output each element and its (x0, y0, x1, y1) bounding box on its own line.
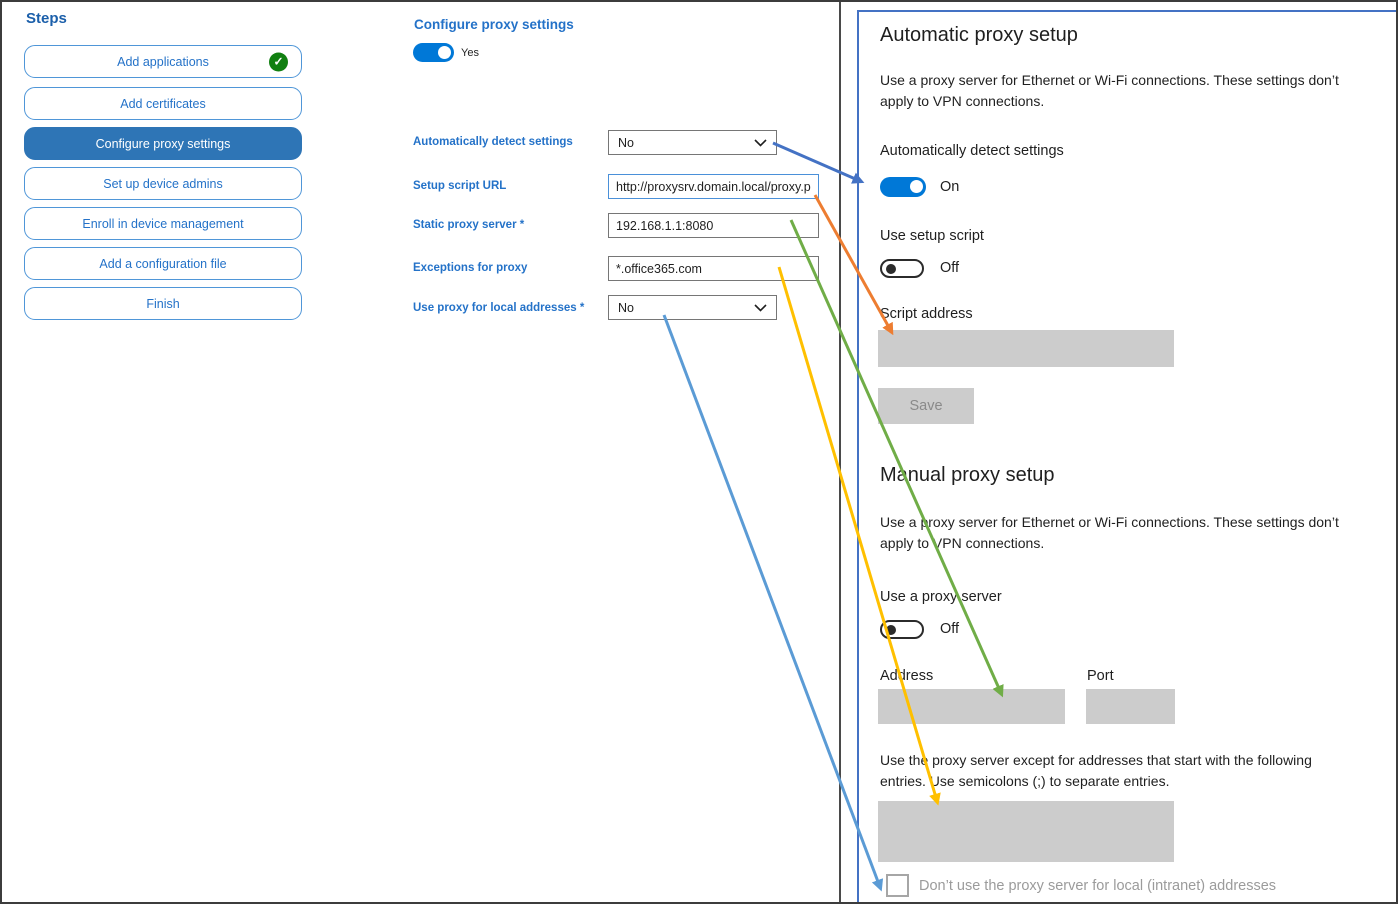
auto-detect-settings-label: Automatically detect settings (413, 136, 573, 148)
proxy-exceptions-input[interactable] (878, 801, 1174, 862)
step-label: Add a configuration file (99, 256, 227, 271)
win-auto-detect-label: Automatically detect settings (880, 143, 1064, 159)
proxy-address-input[interactable] (878, 689, 1065, 724)
toggle-state-label: On (940, 179, 960, 195)
save-button[interactable]: Save (878, 388, 974, 424)
use-a-proxy-server-toggle[interactable] (880, 620, 924, 639)
step-label: Enroll in device management (82, 216, 244, 231)
sidebar-item-add-applications[interactable]: Add applications ✓ (24, 45, 302, 78)
toggle-state-label: Off (940, 260, 960, 276)
windows-proxy-settings-panel: Automatic proxy setup Use a proxy server… (857, 10, 1396, 902)
toggle-state-label: Off (940, 621, 960, 637)
use-proxy-local-addresses-dropdown[interactable]: No (608, 295, 777, 320)
arrow-local-addresses (662, 314, 884, 892)
script-address-label: Script address (880, 306, 973, 322)
static-proxy-server-input[interactable] (608, 213, 819, 238)
automatic-proxy-description: Use a proxy server for Ethernet or Wi-Fi… (880, 72, 1339, 109)
sidebar-item-add-certificates[interactable]: Add certificates (24, 87, 302, 120)
use-proxy-local-addresses-label: Use proxy for local addresses * (413, 302, 585, 314)
sidebar-item-enroll-in-device-management[interactable]: Enroll in device management (24, 207, 302, 240)
use-setup-script-label: Use setup script (880, 228, 984, 244)
script-address-input[interactable] (878, 330, 1174, 367)
separator-line (839, 2, 841, 902)
port-label: Port (1087, 668, 1114, 684)
completed-check-icon: ✓ (269, 52, 288, 71)
sidebar-item-finish[interactable]: Finish (24, 287, 302, 320)
step-label: Add applications (117, 54, 209, 69)
win-auto-detect-toggle[interactable] (880, 177, 926, 197)
steps-title: Steps (26, 10, 67, 27)
toggle-knob (886, 625, 896, 635)
exceptions-for-proxy-input[interactable] (608, 256, 819, 281)
manual-proxy-setup-heading: Manual proxy setup (880, 464, 1055, 486)
toggle-state-label: Yes (461, 47, 479, 59)
toggle-knob (438, 46, 451, 59)
automatic-proxy-setup-heading: Automatic proxy setup (880, 24, 1078, 46)
sidebar-item-set-up-device-admins[interactable]: Set up device admins (24, 167, 302, 200)
use-setup-script-toggle[interactable] (880, 259, 924, 278)
sidebar-item-add-a-configuration-file[interactable]: Add a configuration file (24, 247, 302, 280)
sidebar-item-configure-proxy-settings[interactable]: Configure proxy settings (24, 127, 302, 160)
exceptions-for-proxy-label: Exceptions for proxy (413, 262, 528, 274)
manual-proxy-description: Use a proxy server for Ethernet or Wi-Fi… (880, 514, 1339, 551)
toggle-knob (910, 180, 923, 193)
local-intranet-checkbox-label: Don’t use the proxy server for local (in… (919, 878, 1277, 894)
address-label: Address (880, 668, 934, 684)
setup-script-url-label: Setup script URL (413, 180, 507, 192)
local-intranet-checkbox[interactable] (886, 874, 909, 897)
step-label: Set up device admins (103, 176, 223, 191)
auto-detect-settings-dropdown[interactable]: No (608, 130, 777, 155)
proxy-exceptions-description: Use the proxy server except for addresse… (880, 752, 1312, 789)
step-label: Finish (146, 296, 180, 311)
dropdown-value: No (618, 135, 634, 150)
setup-script-url-input[interactable] (608, 174, 819, 199)
proxy-port-input[interactable] (1086, 689, 1175, 724)
static-proxy-server-label: Static proxy server * (413, 219, 525, 231)
step-label: Add certificates (120, 96, 206, 111)
form-title: Configure proxy settings (414, 17, 574, 32)
step-label: Configure proxy settings (95, 136, 231, 151)
use-a-proxy-server-label: Use a proxy server (880, 589, 1002, 605)
configure-proxy-enabled-toggle[interactable] (413, 43, 454, 62)
dropdown-value: No (618, 300, 634, 315)
chevron-down-icon (754, 138, 767, 147)
toggle-knob (886, 264, 896, 274)
chevron-down-icon (754, 303, 767, 312)
